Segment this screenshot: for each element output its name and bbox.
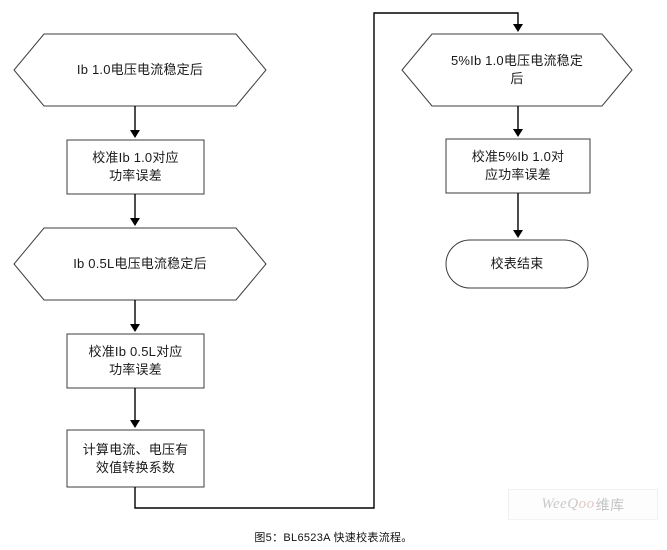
node-shape-calibrate-ib-1-0: [66, 139, 205, 195]
watermark-accent: oo: [578, 496, 595, 512]
watermark-suffix: 维库: [595, 496, 625, 513]
node-shape-ib-0-5l-stable: [13, 227, 267, 301]
node-shape-calibrate-5pct-ib-1-0: [445, 138, 591, 194]
watermark-prefix: WeeQ: [541, 496, 579, 512]
node-shape-ib-1-0-stable: [13, 33, 267, 107]
connector-compute-to-right-column: [134, 12, 523, 509]
node-shape-calibrate-ib-0-5l: [66, 333, 205, 389]
node-shape-ib-5pct-1-0-stable: [401, 33, 633, 107]
figure-caption: 图5：BL6523A 快速校表流程。: [254, 532, 413, 544]
node-shape-calibration-end: [445, 239, 589, 289]
node-shape-compute-rms-coefficients: [66, 429, 205, 488]
